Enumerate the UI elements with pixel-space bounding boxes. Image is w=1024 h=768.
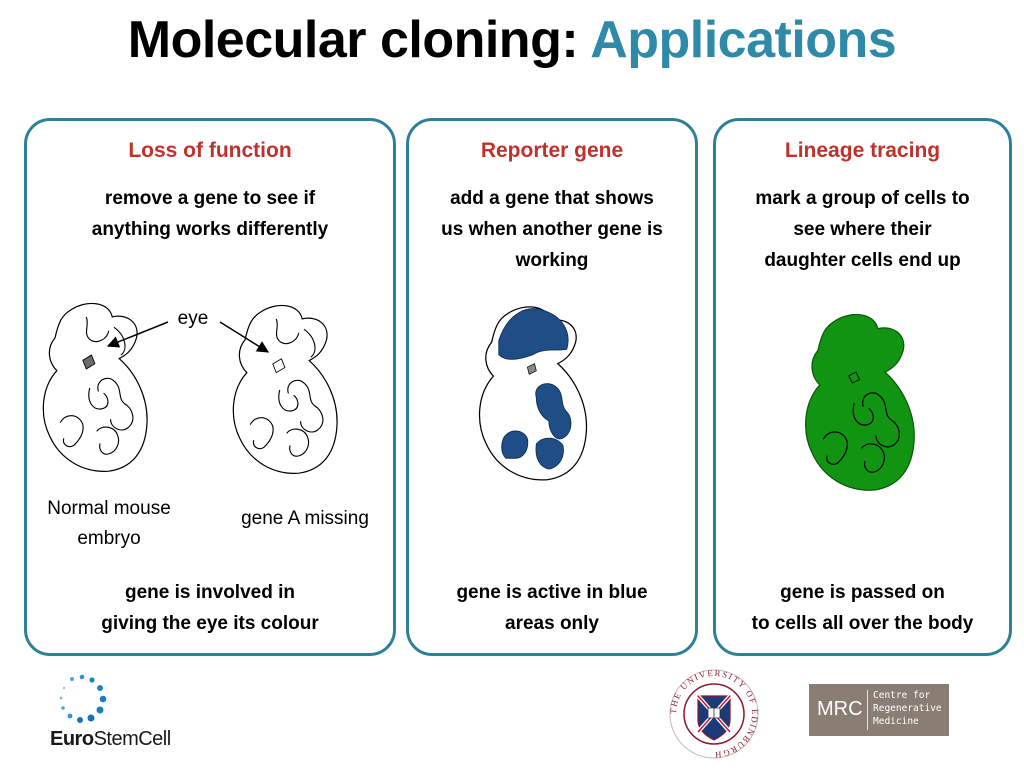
- blue-limb-region: [535, 383, 572, 440]
- lineage-eye: [848, 371, 861, 384]
- panel-description: remove a gene to see if anything works d…: [91, 188, 329, 240]
- reporter-eye: [526, 363, 537, 375]
- pigmented-eye: [82, 354, 96, 370]
- arrow-to-normal-eye: [106, 321, 169, 348]
- caption-normal-embryo: Normal mouse embryo: [47, 498, 171, 549]
- title-main: Molecular cloning:: [127, 11, 579, 69]
- normal-embryo-illustration: [42, 302, 148, 472]
- blue-lower-region: [501, 430, 529, 459]
- eurostemcell-part2: StemCell: [93, 728, 172, 750]
- reporter-embryo-illustration: [478, 306, 587, 481]
- panel-description: add a gene that shows us when another ge…: [441, 188, 663, 271]
- mrc-wordmark: MRC: [817, 698, 863, 720]
- mrc-centre-name: Centre for Regenerative Medicine: [873, 690, 942, 727]
- unpigmented-eye: [272, 358, 286, 374]
- eurostemcell-logo-text: EuroStemCell: [50, 728, 171, 751]
- panel-heading: Loss of function: [128, 139, 292, 162]
- panel-conclusion: gene is passed on to cells all over the …: [751, 582, 974, 634]
- lineage-embryo-illustration: [805, 313, 915, 491]
- eye-label: eye: [177, 308, 209, 329]
- panel-conclusion: gene is involved in giving the eye its c…: [101, 582, 319, 634]
- panel-heading: Reporter gene: [480, 139, 624, 162]
- panel-description: mark a group of cells to see where their…: [755, 188, 970, 271]
- caption-gene-a-missing: gene A missing: [241, 508, 369, 529]
- page-title: Molecular cloning: Applications: [0, 10, 1024, 70]
- arrow-to-missing-eye: [219, 321, 270, 353]
- mrc-crm-logo: MRC Centre for Regenerative Medicine: [809, 684, 949, 736]
- panel-heading: Lineage tracing: [784, 139, 941, 162]
- mrc-divider: [867, 690, 868, 730]
- eurostemcell-logo-mark: [59, 674, 107, 723]
- eurostemcell-part1: Euro: [50, 728, 94, 750]
- title-accent: Applications: [590, 11, 897, 69]
- blue-hindlimb-region: [535, 437, 564, 470]
- blue-head-region: [498, 308, 569, 360]
- university-of-edinburgh-crest: THE UNIVERSITY OF EDINBURGH: [668, 668, 759, 760]
- panel-conclusion: gene is active in blue areas only: [456, 582, 648, 634]
